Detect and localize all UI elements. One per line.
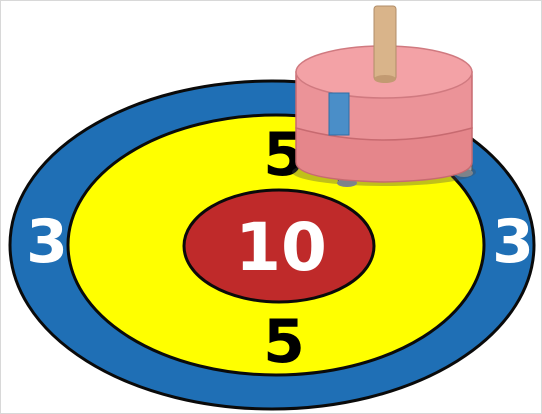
bullseye-score: 10 [235,209,327,286]
middle-ring-score-bottom: 5 [263,307,305,377]
outer-ring-score-right: 3 [492,207,534,277]
stone-handle [374,6,396,80]
curling-stone-icon [292,6,476,187]
outer-ring-score-left: 3 [26,207,68,277]
stone-stripe [329,93,349,135]
